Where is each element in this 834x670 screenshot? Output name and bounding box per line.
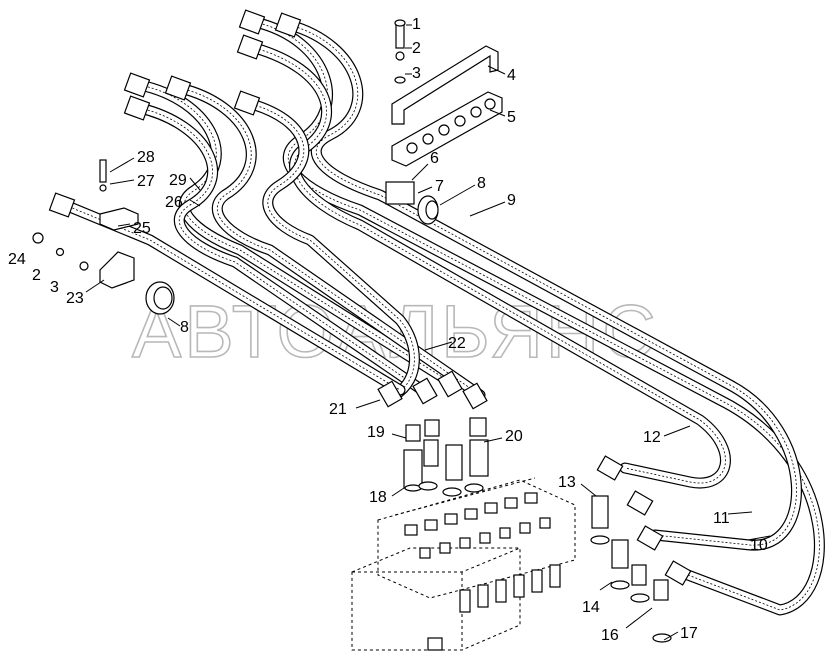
callout-12: 12 xyxy=(643,429,661,446)
callout-29: 29 xyxy=(169,172,187,189)
hose-26 xyxy=(134,102,431,398)
callout-3-lower: 3 xyxy=(50,279,59,296)
hose-22 xyxy=(134,79,461,391)
hose-lower-left xyxy=(59,199,406,396)
callout-26: 26 xyxy=(165,194,183,211)
callout-7: 7 xyxy=(435,178,444,195)
callout-19: 19 xyxy=(367,424,385,441)
callout-4: 4 xyxy=(507,67,516,84)
callout-10: 10 xyxy=(750,537,768,554)
hose-11 xyxy=(284,19,802,551)
callout-16: 16 xyxy=(601,627,619,644)
callout-28: 28 xyxy=(137,149,155,166)
callout-11: 11 xyxy=(713,510,730,527)
callout-8: 8 xyxy=(477,175,486,192)
hose-10 xyxy=(249,16,825,616)
callout-9: 9 xyxy=(507,192,516,209)
callout-22: 22 xyxy=(448,335,466,352)
leader-lines xyxy=(85,24,771,641)
callout-20: 20 xyxy=(505,428,523,445)
hose-end-fittings xyxy=(48,9,692,586)
hose-21 xyxy=(242,97,420,401)
control-valve-block xyxy=(351,477,576,651)
hydraulic-hoses xyxy=(59,16,825,616)
callout-6: 6 xyxy=(430,150,439,167)
adapters-and-washers xyxy=(403,417,672,643)
callout-3: 3 xyxy=(412,65,421,82)
callout-14: 14 xyxy=(582,599,600,616)
callout-23: 23 xyxy=(66,290,84,307)
callout-8-lower: 8 xyxy=(180,319,189,336)
callout-27: 27 xyxy=(137,173,155,190)
callout-17: 17 xyxy=(680,625,698,642)
callout-5: 5 xyxy=(507,109,516,126)
hose-29 xyxy=(174,82,486,401)
callout-21: 21 xyxy=(329,401,347,418)
callout-24: 24 xyxy=(8,251,26,268)
clamps-and-brackets xyxy=(32,19,503,315)
valve-spools xyxy=(404,492,561,651)
callout-18: 18 xyxy=(369,489,387,506)
callout-1: 1 xyxy=(412,16,421,33)
callout-2: 2 xyxy=(412,40,421,57)
callout-13: 13 xyxy=(558,474,576,491)
hose-12 xyxy=(249,42,731,489)
callout-2-lower: 2 xyxy=(32,267,41,284)
callout-labels: 1 2 3 4 5 6 7 8 9 10 11 12 13 14 16 17 1… xyxy=(8,16,768,644)
callout-25: 25 xyxy=(133,220,151,237)
